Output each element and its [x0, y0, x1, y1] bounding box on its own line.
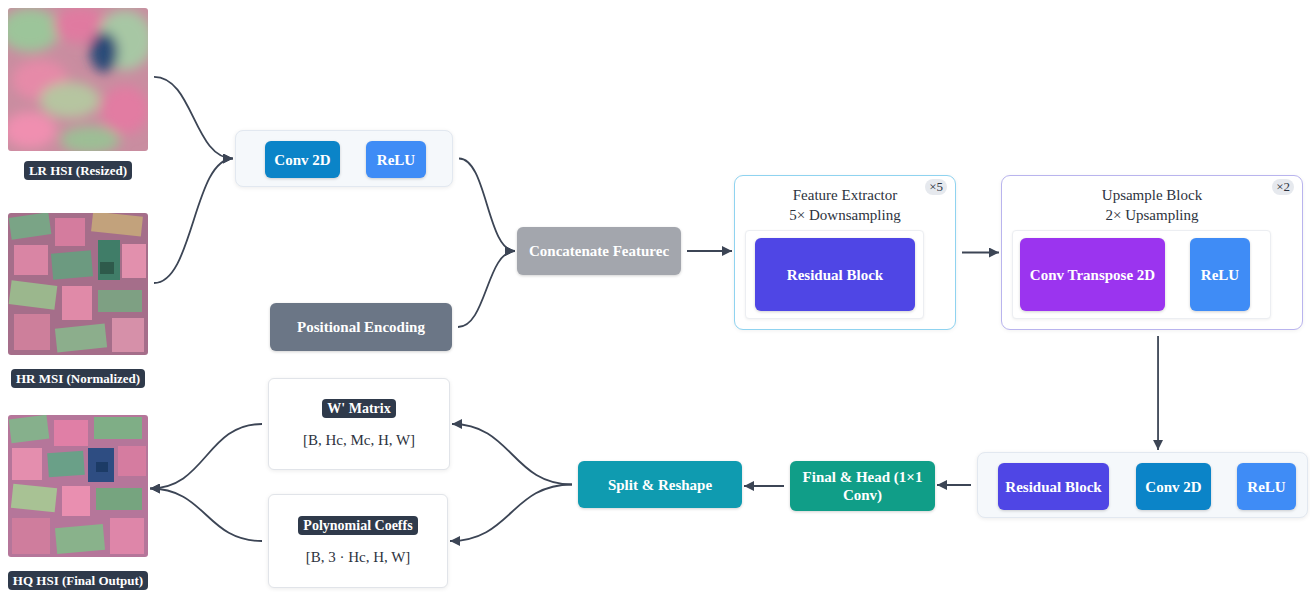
output-image: HQ HSI (Final Output): [8, 415, 148, 590]
box-label: Conv Transpose 2D: [1030, 266, 1155, 284]
relu-box: ReLU: [1237, 463, 1296, 510]
lr-hsi-image: [8, 8, 148, 151]
output-card: W' Matrix [B, Hc, Mc, H, W]: [268, 378, 450, 470]
output-card: Polynomial Coeffs [B, 3 · Hc, H, W]: [268, 494, 448, 588]
image-caption: HQ HSI (Final Output): [8, 571, 148, 590]
stage-block: Upsample Block2× Upsampling ×2Conv Transp…: [1001, 175, 1303, 330]
box-label: Residual Block: [787, 266, 883, 284]
box-label: ReLU: [1247, 478, 1285, 496]
layer-group: Residual Block Conv 2D ReLU: [977, 452, 1308, 518]
hq-hsi-image: [8, 415, 148, 557]
residual-box: Residual Block: [998, 463, 1109, 510]
flow-arrow: [459, 159, 515, 252]
block-title: Upsample Block: [1002, 185, 1302, 205]
relu-box: ReLU: [366, 141, 426, 178]
flow-arrow: [937, 484, 971, 486]
conv-box: Conv 2D: [265, 141, 340, 178]
process-box: Split & Reshape: [578, 461, 742, 508]
process-box: Concatenate Featurec: [517, 227, 681, 275]
block-title: Feature Extractor: [735, 185, 955, 205]
tensor-name: W' Matrix: [322, 399, 395, 418]
flow-arrow: [150, 424, 262, 489]
box-label: ReLU: [377, 151, 415, 169]
flow-arrow: [1157, 336, 1159, 450]
input-image: HR MSI (Normalized): [8, 213, 148, 388]
box-label: Concatenate Featurec: [529, 242, 669, 260]
block-subtitle: 2× Upsampling: [1002, 205, 1302, 225]
box-label: Conv 2D: [1145, 478, 1201, 496]
flow-arrow: [458, 251, 515, 327]
tensor-shape: [B, 3 · Hc, H, W]: [306, 548, 411, 566]
flow-arrow: [154, 77, 233, 159]
head-box: Final & Head (1×1 Conv): [790, 461, 935, 511]
layer-group: Conv 2D ReLU: [235, 130, 453, 187]
box-label: Positional Encoding: [297, 318, 425, 336]
flow-arrow: [150, 489, 262, 542]
stage-block: Feature Extractor5× Downsampling ×5Residu…: [734, 175, 956, 330]
flow-arrow: [154, 159, 233, 284]
box-label: Split & Reshape: [608, 476, 712, 494]
image-caption: HR MSI (Normalized): [11, 369, 145, 388]
block-subtitle: 5× Downsampling: [735, 205, 955, 225]
box-label: Final & Head (1×1 Conv): [800, 468, 925, 504]
conv-box: Conv 2D: [1136, 463, 1211, 510]
repeat-badge: ×5: [925, 179, 947, 195]
image-caption: LR HSI (Resized): [24, 161, 132, 180]
flow-arrow: [687, 250, 732, 252]
flow-arrow: [744, 485, 784, 487]
input-image: LR HSI (Resized): [8, 8, 148, 180]
relu-box: ReLU: [1190, 238, 1250, 311]
flow-arrow: [962, 252, 999, 254]
conv-box: Conv Transpose 2D: [1020, 238, 1165, 311]
hr-msi-image: [8, 213, 148, 355]
residual-box: Residual Block: [755, 238, 915, 311]
flow-arrow: [450, 485, 572, 542]
box-label: Conv 2D: [274, 151, 330, 169]
process-box: Positional Encoding: [270, 303, 452, 351]
tensor-shape: [B, Hc, Mc, H, W]: [303, 431, 415, 449]
tensor-name: Polynomial Coeffs: [298, 516, 417, 535]
repeat-badge: ×2: [1272, 179, 1294, 195]
flow-arrow: [452, 424, 572, 485]
box-label: ReLU: [1201, 266, 1239, 284]
box-label: Residual Block: [1005, 478, 1101, 496]
